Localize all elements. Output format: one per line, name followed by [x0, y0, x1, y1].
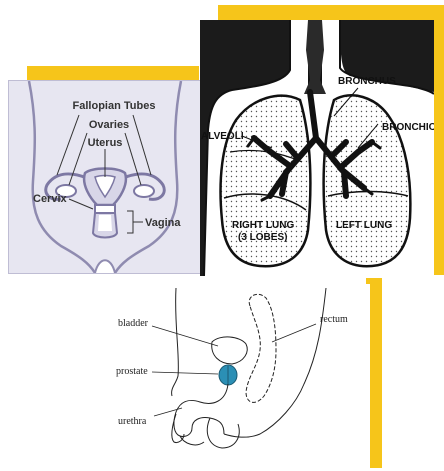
label-ovaries: Ovaries	[89, 119, 129, 131]
prostate-pointer	[152, 372, 218, 374]
male-pelvis-illustration: bladder prostate urethra rectum	[100, 284, 370, 471]
label-bronchus: BRONCHUS	[338, 76, 396, 87]
male-pelvis-diagram: bladder prostate urethra rectum	[100, 284, 370, 471]
label-uterus: Uterus	[88, 137, 123, 149]
label-bladder: bladder	[118, 318, 149, 329]
vagina-bracket	[127, 211, 143, 233]
urethra-pointer	[154, 408, 182, 416]
label-right-lung: RIGHT LUNG	[232, 220, 294, 231]
label-cervix: Cervix	[33, 193, 68, 205]
label-prostate: prostate	[116, 366, 148, 377]
label-fallopian-tubes: Fallopian Tubes	[73, 100, 156, 112]
lungs-diagram: BRONCHUS BRONCHIOLE ALVEOLI RIGHT LUNG (…	[200, 20, 434, 276]
label-left-lung: LEFT LUNG	[336, 220, 392, 231]
label-right-lung-lobes: (3 LOBES)	[238, 232, 287, 243]
reproductive-illustration: Fallopian Tubes Ovaries Uterus Cervix Va…	[9, 81, 201, 273]
label-vagina: Vagina	[145, 217, 181, 229]
label-urethra: urethra	[118, 416, 147, 427]
label-bronchiole: BRONCHIOLE	[382, 122, 434, 133]
lungs-illustration: BRONCHUS BRONCHIOLE ALVEOLI RIGHT LUNG (…	[200, 20, 434, 276]
accent-bar-right	[434, 5, 444, 275]
label-rectum: rectum	[320, 314, 348, 325]
rectum-pointer	[272, 324, 316, 342]
label-alveoli: ALVEOLI	[201, 131, 244, 142]
fallopian-pointer-right	[133, 115, 151, 175]
reproductive-diagram: Fallopian Tubes Ovaries Uterus Cervix Va…	[8, 80, 202, 274]
bladder-pointer	[152, 326, 218, 346]
cervix-pointer	[69, 199, 93, 209]
